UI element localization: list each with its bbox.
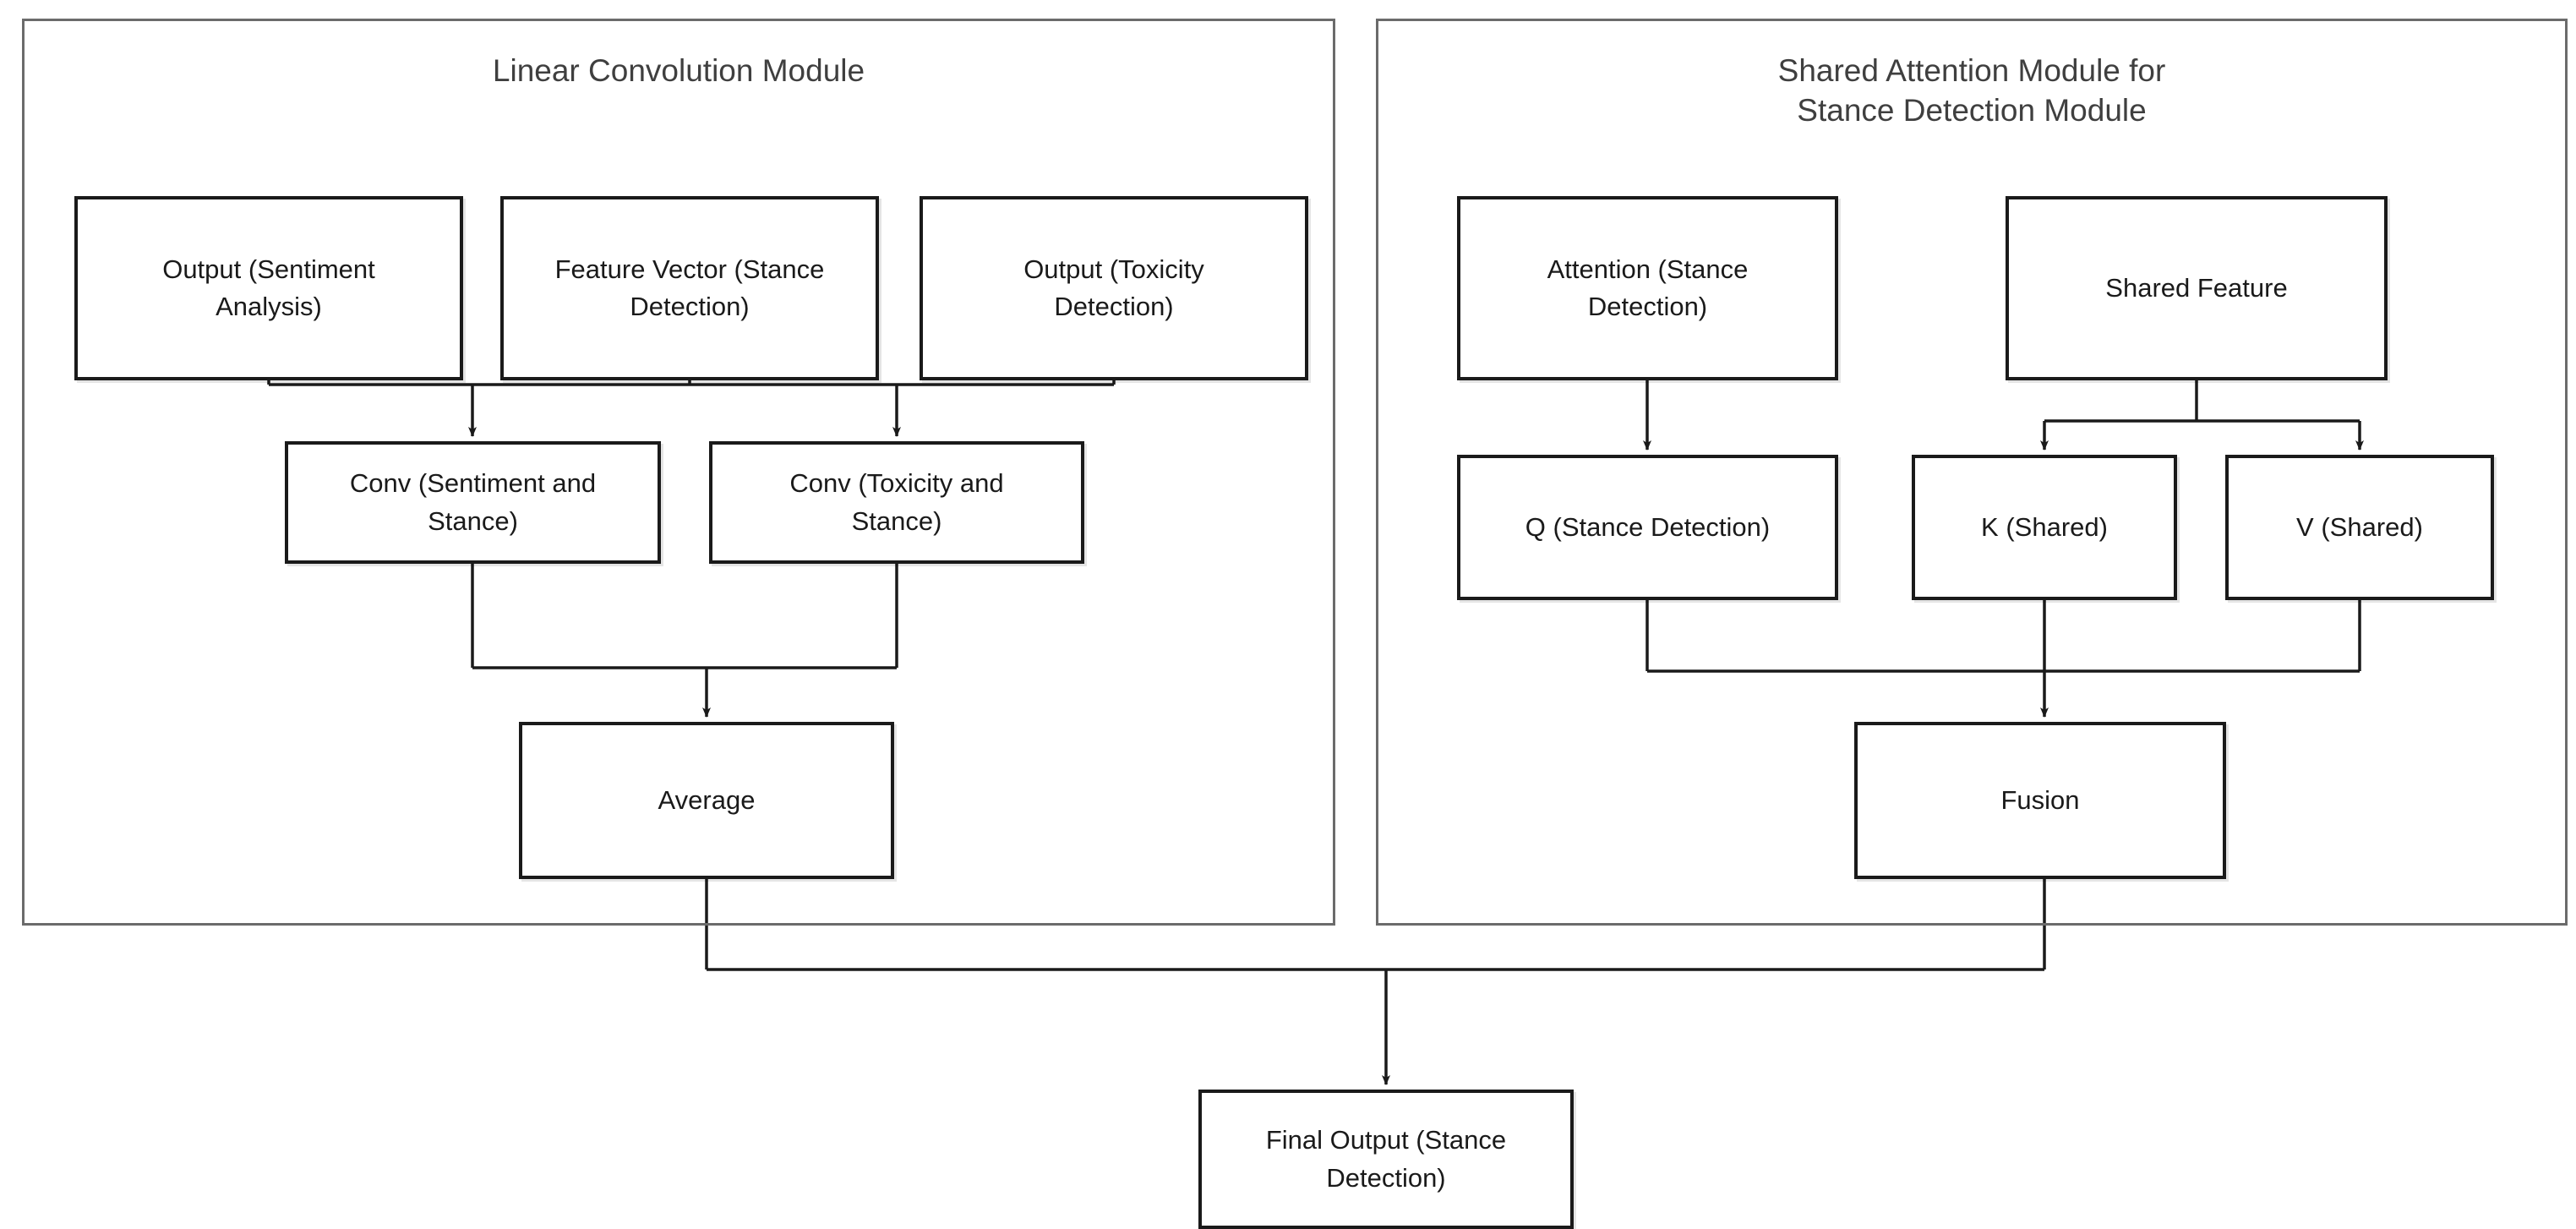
node-v-shared[interactable]: V (Shared) (2225, 455, 2494, 600)
node-feature-vector-stance-detection[interactable]: Feature Vector (Stance Detection) (500, 196, 879, 380)
panel-title-linear-convolution-module: Linear Convolution Module (492, 53, 865, 88)
node-output-sentiment-analysis[interactable]: Output (Sentiment Analysis) (74, 196, 463, 380)
node-average[interactable]: Average (519, 722, 894, 879)
node-conv-sentiment-and-stance[interactable]: Conv (Sentiment and Stance) (285, 441, 661, 564)
node-attention-stance-detection[interactable]: Attention (Stance Detection) (1457, 196, 1838, 380)
node-q-stance-detection[interactable]: Q (Stance Detection) (1457, 455, 1838, 600)
panel-title-shared-attention-module: Shared Attention Module for Stance Detec… (1777, 53, 2166, 128)
node-fusion[interactable]: Fusion (1854, 722, 2226, 879)
node-shared-feature[interactable]: Shared Feature (2006, 196, 2388, 380)
panel-linear-convolution-module (22, 19, 1335, 926)
panel-shared-attention-module (1376, 19, 2568, 926)
node-conv-toxicity-and-stance[interactable]: Conv (Toxicity and Stance) (709, 441, 1084, 564)
node-output-toxicity-detection[interactable]: Output (Toxicity Detection) (920, 196, 1308, 380)
node-k-shared[interactable]: K (Shared) (1912, 455, 2177, 600)
node-final-output-stance-detection[interactable]: Final Output (Stance Detection) (1198, 1090, 1574, 1229)
